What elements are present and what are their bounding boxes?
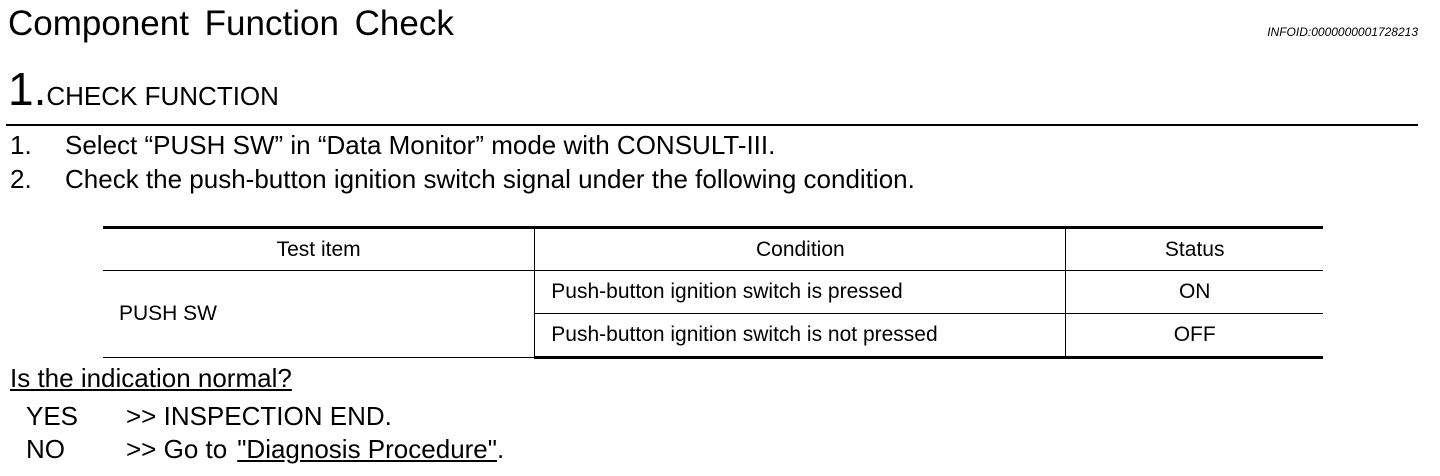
instruction-text: Check the push-button ignition switch si… bbox=[65, 164, 915, 194]
table-row: PUSH SW Push-button ignition switch is p… bbox=[103, 270, 1323, 358]
answer-key-yes: YES bbox=[26, 401, 79, 431]
instruction-item: 1. Select “PUSH SW” in “Data Monitor” mo… bbox=[10, 128, 915, 162]
status-cell: OFF bbox=[1065, 313, 1323, 359]
instruction-item: 2. Check the push-button ignition switch… bbox=[10, 162, 915, 196]
answer-list: YES >> INSPECTION END. NO >> Go to "Diag… bbox=[26, 400, 504, 466]
condition-table: Test item Condition Status PUSH SW Push-… bbox=[103, 226, 1323, 359]
section-divider bbox=[6, 124, 1418, 126]
status-cell: ON bbox=[1065, 270, 1323, 314]
instruction-list: 1. Select “PUSH SW” in “Data Monitor” mo… bbox=[10, 128, 915, 196]
answer-no: NO >> Go to "Diagnosis Procedure". bbox=[26, 433, 504, 466]
answer-text-yes: >> INSPECTION END. bbox=[126, 401, 392, 431]
step-heading: 1.CHECK FUNCTION bbox=[8, 64, 279, 126]
answer-yes: YES >> INSPECTION END. bbox=[26, 400, 504, 433]
question-text: Is the indication normal? bbox=[10, 363, 292, 393]
step-number: 1. bbox=[8, 63, 47, 115]
instruction-number: 1. bbox=[10, 130, 32, 160]
table-row: Push-button ignition switch is not press… bbox=[103, 313, 1323, 359]
instruction-number: 2. bbox=[10, 164, 32, 194]
info-id: INFOID:0000000001728213 bbox=[1267, 25, 1418, 39]
table-header-row: Test item Condition Status bbox=[103, 226, 1323, 271]
header-test-item: Test item bbox=[103, 226, 536, 271]
answer-prefix-no: >> Go to bbox=[126, 434, 228, 464]
header-status: Status bbox=[1065, 226, 1323, 271]
step-title: CHECK FUNCTION bbox=[46, 81, 279, 111]
answer-suffix-no: . bbox=[497, 434, 505, 464]
diagnosis-procedure-link[interactable]: "Diagnosis Procedure" bbox=[237, 434, 497, 464]
condition-cell: Push-button ignition switch is not press… bbox=[534, 313, 1067, 359]
answer-key-no: NO bbox=[26, 434, 65, 464]
instruction-text: Select “PUSH SW” in “Data Monitor” mode … bbox=[65, 130, 776, 160]
test-item-cell: PUSH SW bbox=[103, 270, 536, 358]
header-condition: Condition bbox=[534, 226, 1067, 271]
page-title: Component Function Check bbox=[8, 4, 454, 43]
condition-cell: Push-button ignition switch is pressed bbox=[534, 270, 1067, 314]
